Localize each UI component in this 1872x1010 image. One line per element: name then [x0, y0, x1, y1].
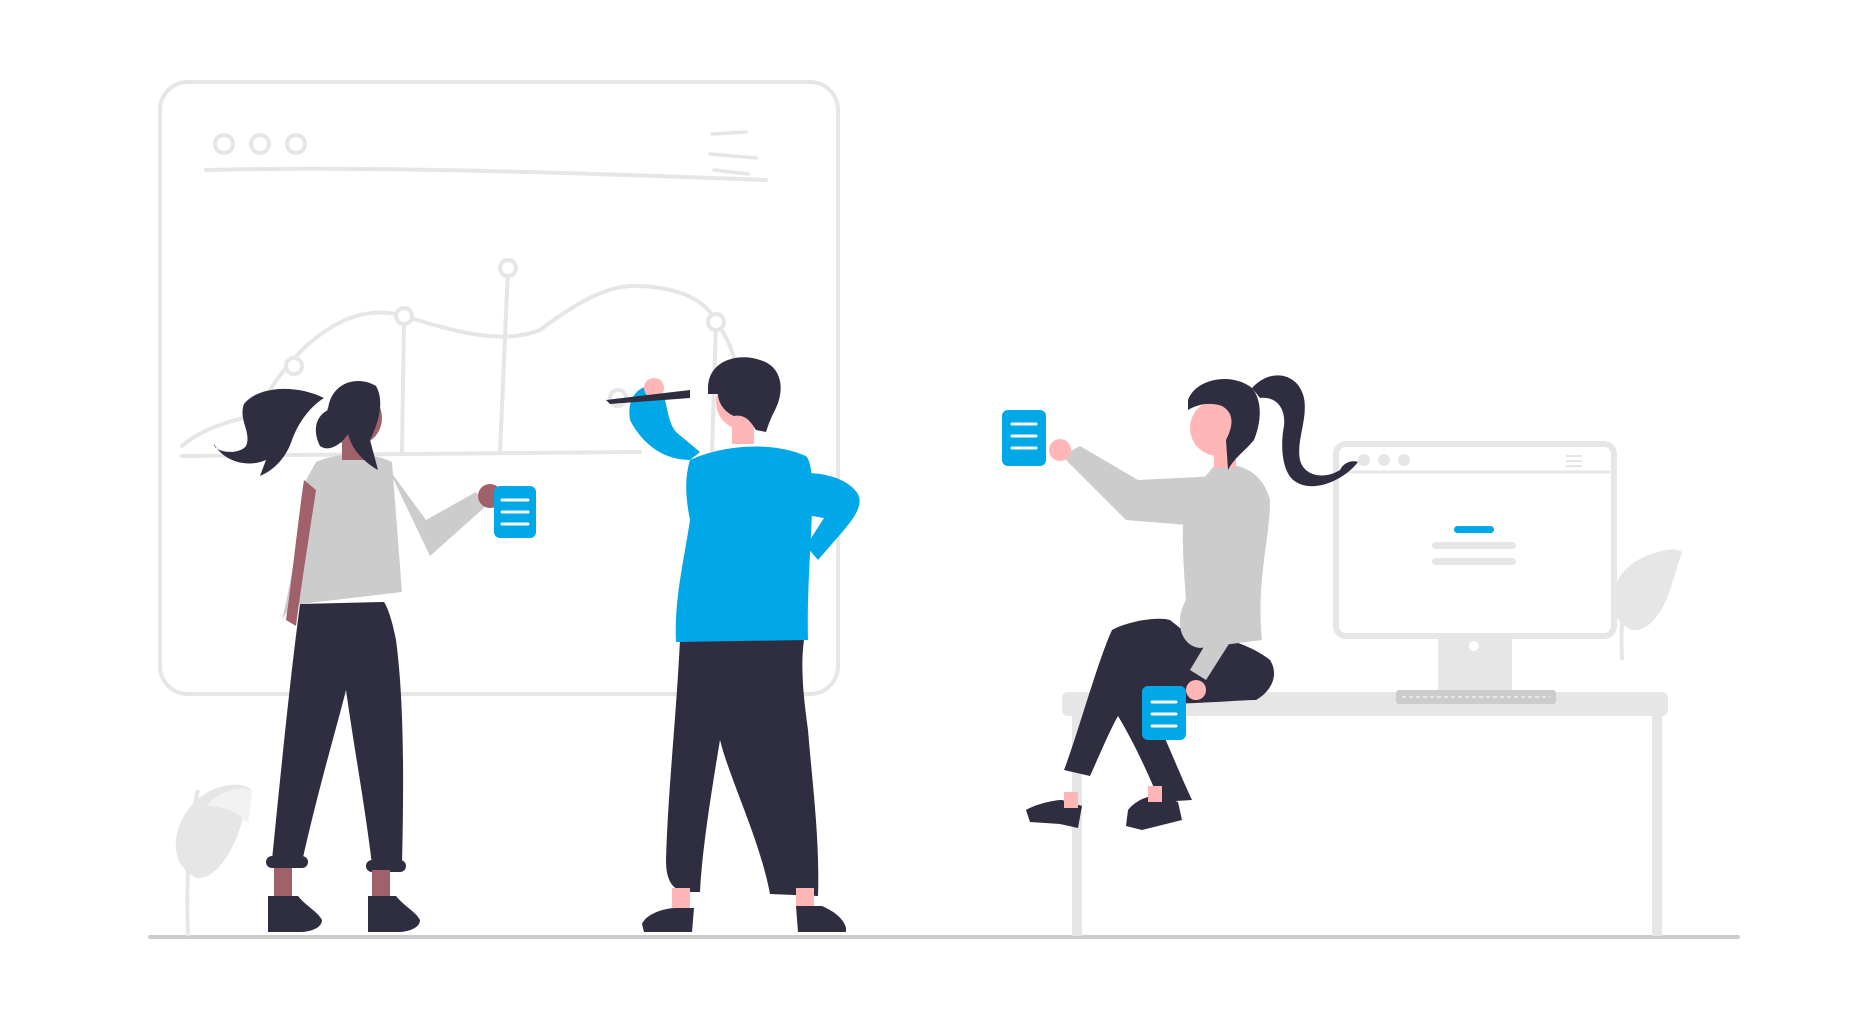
monitor-icon [1333, 441, 1617, 690]
chart-point-icon [284, 356, 304, 376]
person-woman-left [214, 380, 536, 932]
person-man-center [606, 357, 860, 932]
chart-line-icon [180, 258, 738, 458]
menu-icon [708, 130, 758, 176]
leaf-plant-icon [175, 784, 252, 937]
monitor-accent-bar [1454, 526, 1494, 533]
window-dot-icon [285, 133, 307, 155]
marker-icon [606, 390, 690, 404]
leaf-plant-icon [1612, 549, 1682, 661]
window-dot-icon [213, 133, 235, 155]
sticky-note-icon [494, 486, 536, 538]
chart-point-icon [498, 258, 518, 278]
sticky-note-icon [1002, 410, 1046, 466]
window-dot-icon [249, 133, 271, 155]
sticky-note-icon [1142, 686, 1186, 740]
chart-point-icon [394, 306, 414, 326]
chart-point-icon [706, 312, 726, 332]
person-woman-sitting [1002, 375, 1358, 830]
keyboard-icon [1396, 690, 1556, 704]
whiteboard-browser-window [158, 80, 840, 696]
